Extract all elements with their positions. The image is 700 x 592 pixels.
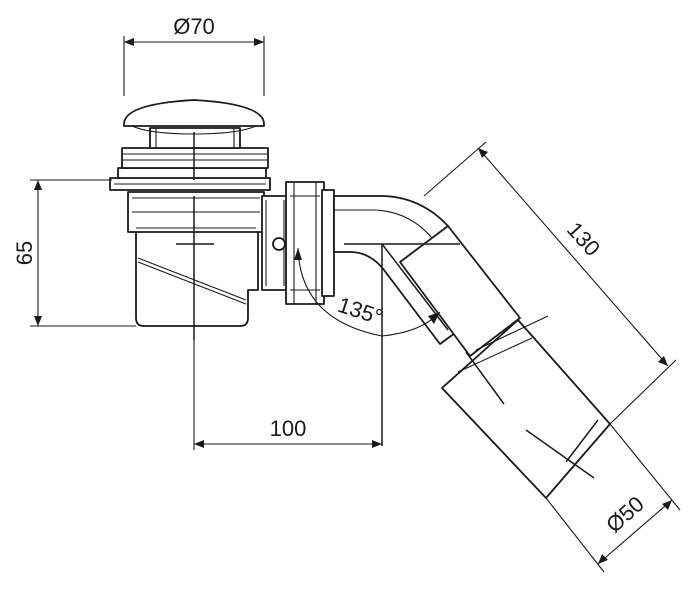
cap-diameter-label: Ø70	[173, 14, 215, 39]
body-skirt	[135, 229, 259, 327]
outlet-pipe	[399, 225, 611, 499]
waste-body	[109, 99, 271, 327]
pipe-length-label: 130	[562, 217, 605, 261]
pipe-diameter-label: Ø50	[601, 491, 649, 537]
dimension-cap-diameter: Ø70	[123, 14, 265, 96]
fixing-screw	[272, 237, 286, 251]
pipe-inner	[399, 225, 521, 357]
dimension-offset: 100	[193, 340, 382, 450]
cap-stem	[149, 127, 241, 149]
union-nut	[285, 181, 325, 305]
skirt-seam	[137, 257, 247, 301]
angle-label: 135°	[335, 292, 386, 330]
click-clack-cap	[123, 99, 265, 127]
grid-ring	[121, 147, 269, 169]
flange-ring	[117, 167, 267, 179]
offset-label: 100	[270, 416, 307, 441]
dimension-height: 65	[12, 179, 136, 327]
height-label: 65	[12, 241, 37, 265]
